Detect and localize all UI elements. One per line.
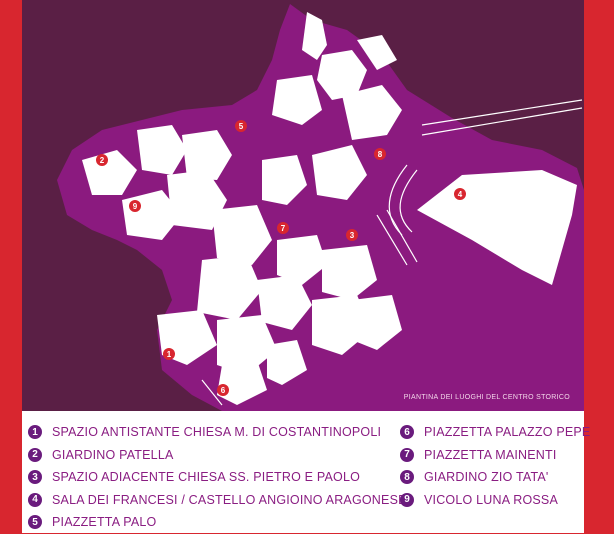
map-markers: 1 2 3 4 5 6 7 8 9	[96, 120, 466, 396]
roads	[201, 99, 583, 406]
legend-number: 7	[400, 447, 414, 462]
legend-label: PIAZZETTA MAINENTI	[424, 447, 557, 462]
legend-column-right: 6 PIAZZETTA PALAZZO PEPE 7 PIAZZETTA MAINE…	[400, 421, 590, 511]
legend-item-6[interactable]: 6 PIAZZETTA PALAZZO PEPE	[400, 421, 590, 444]
legend-label: SPAZIO ADIACENTE CHIESA SS. PIETRO E PAO…	[52, 470, 361, 485]
legend-number: 2	[28, 447, 42, 462]
legend-number: 4	[28, 492, 42, 507]
svg-text:6: 6	[221, 386, 226, 395]
legend-item-4[interactable]: 4 SALA DEI FRANCESI / CASTELLO ANGIOINO A…	[28, 489, 407, 512]
legend-number: 5	[28, 515, 42, 530]
legend-item-5[interactable]: 5 PIAZZETTA PALO	[28, 511, 407, 534]
svg-text:4: 4	[458, 190, 463, 199]
svg-text:9: 9	[133, 202, 138, 211]
historic-center-map: 1 2 3 4 5 6 7 8 9 PIANTINA DEI LUOGHI DE…	[22, 0, 584, 411]
map-caption: PIANTINA DEI LUOGHI DEL CENTRO STORICO	[403, 394, 570, 401]
legend-number: 1	[28, 425, 42, 440]
legend-column-left: 1 SPAZIO ANTISTANTE CHIESA M. DI COSTANTI…	[28, 421, 407, 534]
legend: 1 SPAZIO ANTISTANTE CHIESA M. DI COSTANTI…	[22, 411, 590, 534]
map-drawing: 1 2 3 4 5 6 7 8 9	[57, 4, 584, 411]
legend-number: 8	[400, 470, 414, 485]
svg-text:3: 3	[350, 231, 355, 240]
legend-item-8[interactable]: 8 GIARDINO ZIO TATA'	[400, 466, 590, 489]
map-marker-6[interactable]: 6	[217, 384, 229, 396]
legend-item-2[interactable]: 2 GIARDINO PATELLA	[28, 444, 407, 467]
legend-number: 9	[400, 492, 414, 507]
map-marker-7[interactable]: 7	[277, 222, 289, 234]
district-area	[57, 4, 584, 411]
svg-text:8: 8	[378, 150, 383, 159]
svg-text:1: 1	[167, 350, 172, 359]
map-marker-8[interactable]: 8	[374, 148, 386, 160]
map-marker-5[interactable]: 5	[235, 120, 247, 132]
legend-label: PIAZZETTA PALO	[52, 515, 157, 530]
legend-label: VICOLO LUNA ROSSA	[424, 492, 558, 507]
legend-item-3[interactable]: 3 SPAZIO ADIACENTE CHIESA SS. PIETRO E PA…	[28, 466, 407, 489]
map-marker-1[interactable]: 1	[163, 348, 175, 360]
legend-label: GIARDINO PATELLA	[52, 447, 174, 462]
map-marker-2[interactable]: 2	[96, 154, 108, 166]
legend-number: 6	[400, 425, 414, 440]
map-marker-4[interactable]: 4	[454, 188, 466, 200]
svg-text:2: 2	[100, 156, 105, 165]
legend-item-9[interactable]: 9 VICOLO LUNA ROSSA	[400, 489, 590, 512]
svg-text:5: 5	[239, 122, 244, 131]
legend-label: GIARDINO ZIO TATA'	[424, 470, 549, 485]
legend-item-1[interactable]: 1 SPAZIO ANTISTANTE CHIESA M. DI COSTANTI…	[28, 421, 407, 444]
legend-label: SALA DEI FRANCESI / CASTELLO ANGIOINO AR…	[52, 492, 407, 507]
map-marker-3[interactable]: 3	[346, 229, 358, 241]
legend-item-7[interactable]: 7 PIAZZETTA MAINENTI	[400, 444, 590, 467]
legend-label: SPAZIO ANTISTANTE CHIESA M. DI COSTANTIN…	[52, 425, 382, 440]
legend-number: 3	[28, 470, 42, 485]
legend-label: PIAZZETTA PALAZZO PEPE	[424, 425, 591, 440]
svg-text:7: 7	[281, 224, 286, 233]
map-marker-9[interactable]: 9	[129, 200, 141, 212]
